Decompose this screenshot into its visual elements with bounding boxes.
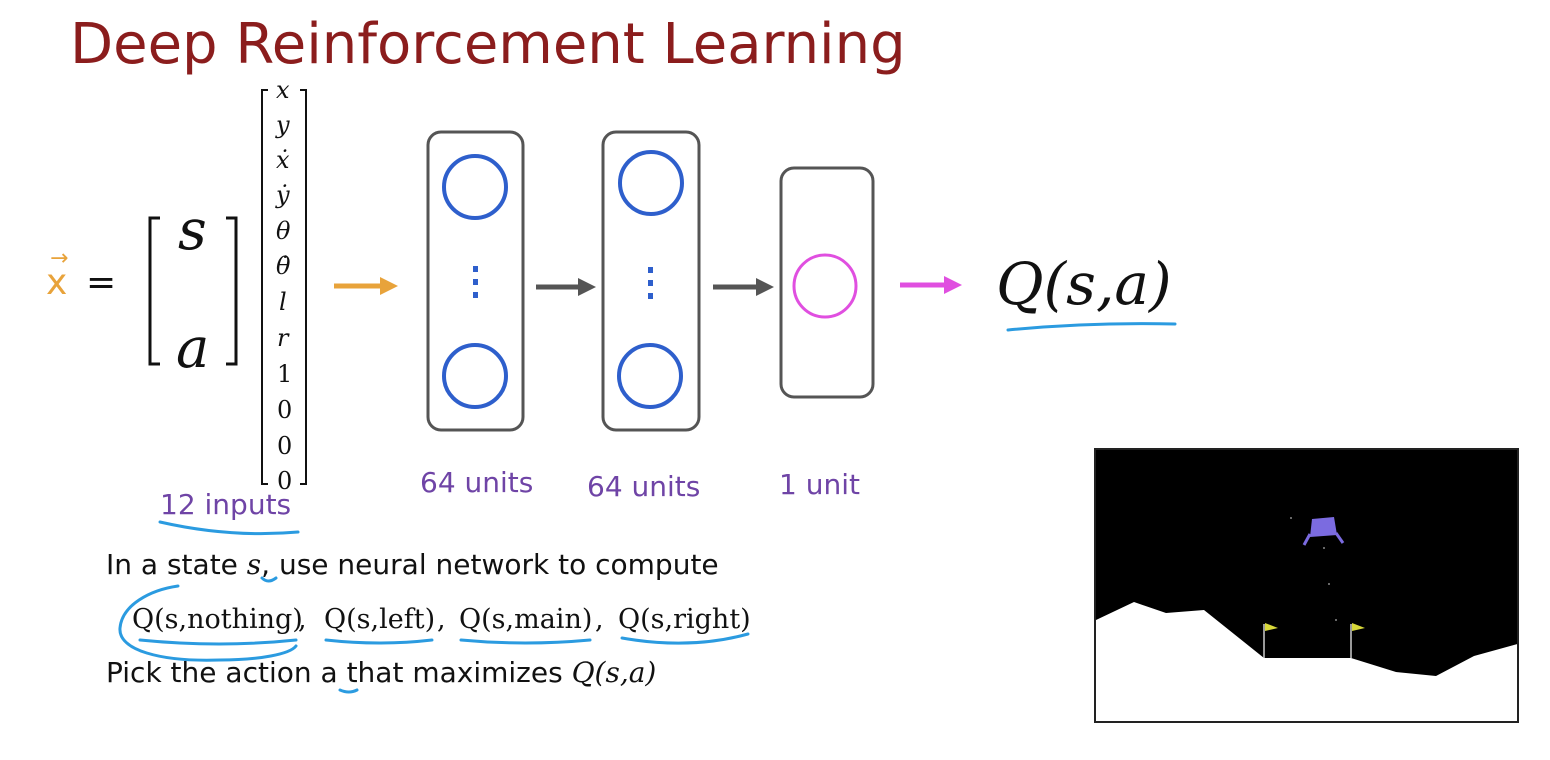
feature-theta-dot: θ̇	[276, 252, 291, 280]
comma-3: ,	[595, 604, 604, 635]
feature-y-dot: ẏ	[276, 181, 290, 209]
feature-left-bracket	[261, 89, 268, 485]
output-neuron	[792, 253, 858, 319]
layer2-ellipsis-icon	[648, 267, 653, 299]
line1-state: s	[246, 548, 262, 581]
arrow-layer1-to-layer2-icon	[536, 278, 596, 296]
input-vector-symbol: → x	[46, 246, 68, 303]
vector-arrow-icon: →	[50, 246, 69, 271]
moon-terrain	[1096, 602, 1517, 721]
feature-one: 1	[277, 360, 293, 388]
q-left: Q(s,left)	[324, 604, 436, 635]
q-right: Q(s,right)	[618, 604, 751, 635]
right-bracket	[226, 216, 238, 366]
q-nothing: Q(s,nothing)	[132, 604, 303, 635]
line1-prefix: In a state	[106, 548, 247, 581]
underline-q-left	[324, 638, 434, 645]
layer1-ellipsis-icon	[473, 266, 478, 298]
underline-state-s	[260, 576, 278, 583]
lunar-lander-screen	[1094, 448, 1519, 723]
slide-title: Deep Reinforcement Learning	[70, 12, 906, 77]
state-entry: s	[178, 198, 207, 263]
feature-zero-1: 0	[277, 396, 293, 424]
line3-middle: that maximizes	[337, 656, 572, 689]
feature-zero-3: 0	[277, 467, 293, 495]
layer1-neuron-bottom	[442, 343, 508, 409]
layer2-units-label: 64 units	[587, 470, 701, 503]
inputs-count-label: 12 inputs	[160, 488, 292, 521]
underline-q-main	[459, 638, 592, 645]
layer3-units-label: 1 unit	[779, 468, 860, 501]
input-vector-letter: x	[46, 262, 68, 303]
layer2-neuron-bottom	[617, 343, 683, 409]
line3-action: a	[320, 656, 338, 689]
feature-l: l	[279, 288, 287, 316]
feature-r: r	[277, 324, 289, 352]
layer1-units-label: 64 units	[420, 466, 534, 499]
underline-action-a	[338, 688, 359, 694]
explanation-line-3: Pick the action a that maximizes Q(s,a)	[106, 656, 656, 689]
feature-x: x	[276, 76, 290, 104]
comma-1: ,	[298, 604, 307, 635]
output-q-label: Q(s,a)	[996, 250, 1172, 318]
output-arrow-icon	[900, 276, 962, 294]
explanation-line-1: In a state s, use neural network to comp…	[106, 548, 719, 581]
hand-annotations	[118, 322, 1177, 694]
lander-icon	[1302, 517, 1345, 546]
layer3-box	[779, 166, 875, 399]
left-bracket	[148, 216, 160, 366]
equals-sign: =	[86, 262, 117, 303]
underline-12-inputs	[158, 520, 300, 536]
arrow-layer2-to-layer3-icon	[713, 278, 774, 296]
underline-q-right	[620, 632, 750, 645]
feature-theta: θ	[276, 217, 291, 245]
circle-q-nothing	[118, 584, 298, 662]
underline-q-output	[1006, 322, 1177, 332]
action-entry: a	[176, 316, 210, 381]
line3-q: Q(s,a)	[571, 656, 657, 689]
input-arrow-icon	[334, 277, 398, 295]
left-flag-icon	[1265, 623, 1278, 631]
feature-zero-2: 0	[277, 432, 293, 460]
lunar-lander-scene	[1096, 450, 1517, 721]
q-main: Q(s,main)	[459, 604, 593, 635]
comma-2: ,	[437, 604, 446, 635]
line1-suffix: , use neural network to compute	[261, 548, 719, 581]
layer1-neuron-top	[442, 154, 508, 220]
feature-y: y	[276, 111, 290, 139]
layer2-neuron-top	[618, 150, 684, 216]
feature-x-dot: ẋ	[276, 146, 290, 174]
underline-q-nothing	[138, 638, 298, 646]
feature-right-bracket	[300, 89, 307, 485]
right-flag-icon	[1352, 623, 1365, 631]
